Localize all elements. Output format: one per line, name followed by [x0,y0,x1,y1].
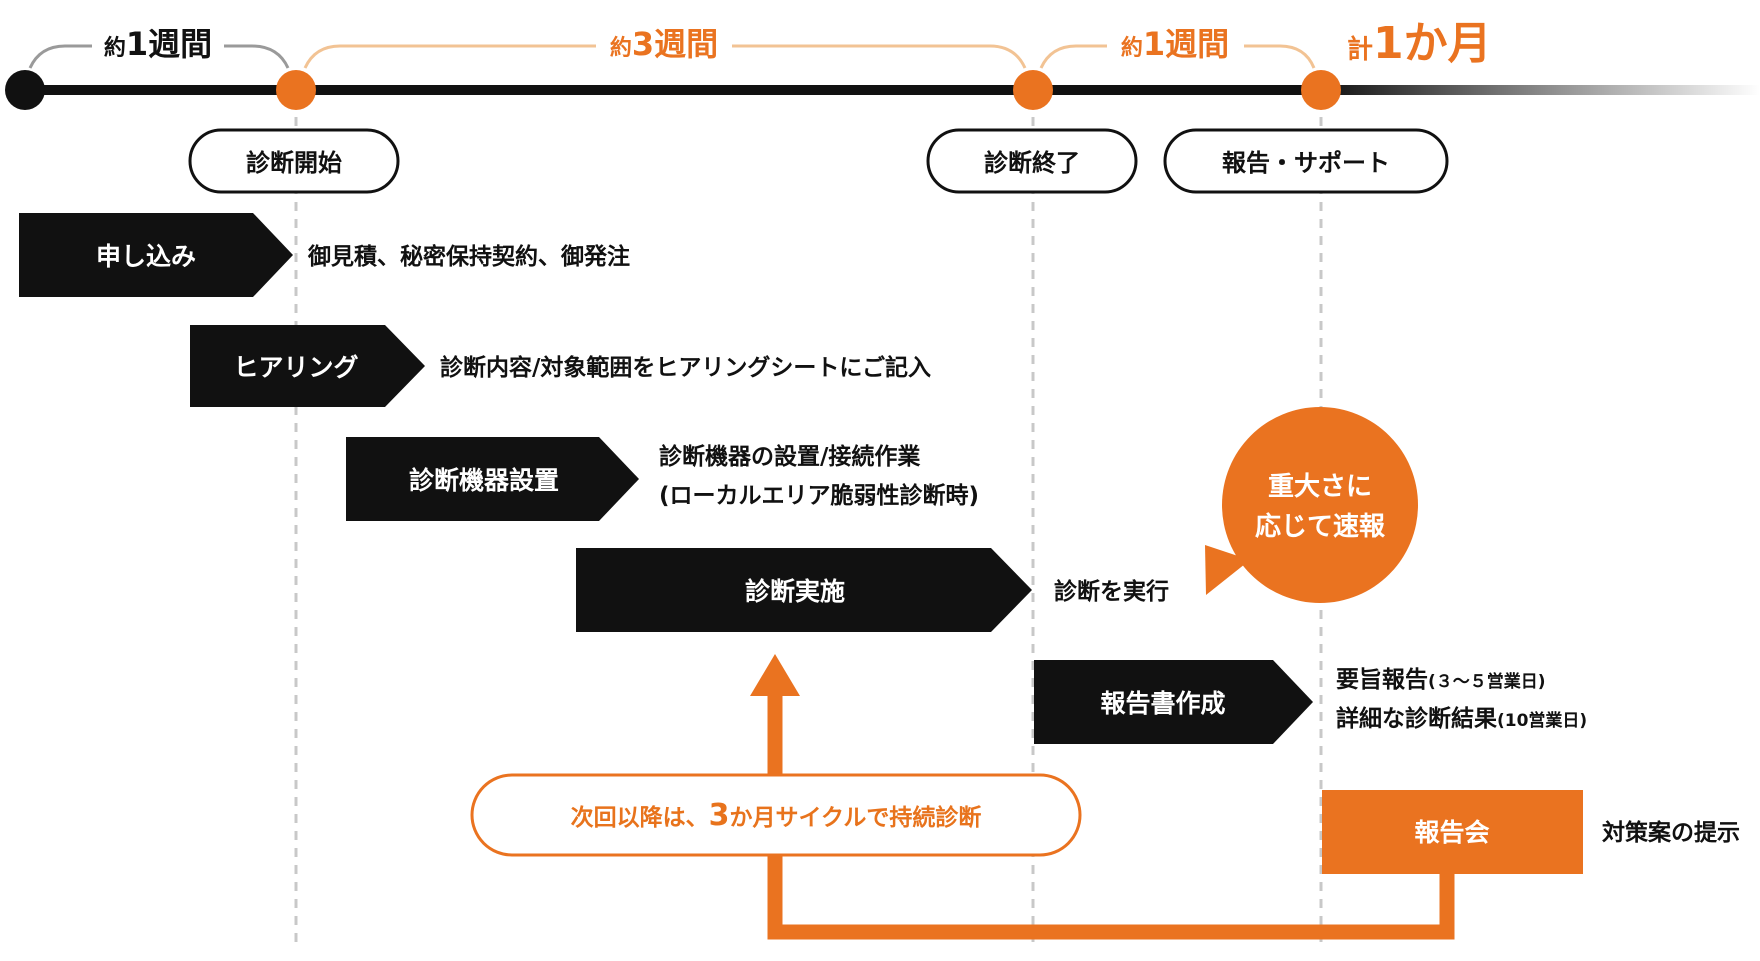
duration-week1: 約1週間 [104,25,212,63]
step-report-writing-label: 報告書作成 [1100,689,1225,718]
callout-line-2: 応じて速報 [1255,511,1386,542]
cycle-note: 次回以降は、3か月サイクルで持続診断 [470,773,1082,857]
duration-week3: 約3週間 [610,25,718,63]
report-meeting-label: 報告会 [1414,818,1489,847]
duration-total: 計1か月 [1347,18,1492,69]
cycle-note-text: 次回以降は、3か月サイクルで持続診断 [571,798,982,833]
timeline-bar [25,85,1325,95]
step-hearing-label: ヒアリング [233,353,358,382]
callout-line-1: 重大さに [1268,472,1372,502]
milestone-start-label: 診断開始 [246,149,342,177]
step-hearing-desc: 診断内容/対象範囲をヒアリングシートにご記入 [440,354,931,381]
step-device-setup-label: 診断機器設置 [409,466,559,495]
step-execution: 診断実施 診断を実行 [576,548,1169,632]
step-application-desc: 御見積、秘密保持契約、御発注 [307,243,630,270]
timeline-origin-dot [5,70,45,110]
bracket-week3-right [732,44,1027,69]
milestone-end-label: 診断終了 [984,149,1080,177]
timeline-fade [1320,85,1760,95]
step-execution-desc: 診断を実行 [1054,578,1169,605]
duration-brackets [28,44,1316,69]
step-application-label: 申し込み [96,242,196,271]
milestone-end: 診断終了 [926,128,1138,194]
duration-week1b: 約1週間 [1121,25,1229,63]
bracket-week1b-left [1039,44,1107,69]
step-report-writing-desc-1: 要旨報告(３～５営業日) [1336,666,1546,693]
report-meeting: 報告会 対策案の提示 [1322,790,1740,874]
step-report-writing-desc-2: 詳細な診断結果(10営業日) [1336,705,1587,732]
step-report-writing: 報告書作成 要旨報告(３～５営業日) 詳細な診断結果(10営業日) [1034,660,1587,744]
bracket-week1-left [28,44,92,69]
step-hearing: ヒアリング 診断内容/対象範囲をヒアリングシートにご記入 [190,325,931,407]
step-device-setup-desc-2: (ローカルエリア脆弱性診断時) [659,482,979,509]
step-device-setup-desc-1: 診断機器の設置/接続作業 [659,443,921,470]
report-meeting-desc: 対策案の提示 [1602,819,1740,846]
timeline-start-dot [276,70,316,110]
timeline [5,70,1760,110]
milestone-report-label: 報告・サポート [1222,149,1390,177]
bracket-week3-left [303,44,596,69]
urgent-report-callout: 重大さに 応じて速報 [1205,407,1418,603]
timeline-report-dot [1301,70,1341,110]
bracket-week1b-right [1244,44,1316,69]
step-application: 申し込み 御見積、秘密保持契約、御発注 [19,213,630,297]
step-device-setup: 診断機器設置 診断機器の設置/接続作業 (ローカルエリア脆弱性診断時) [346,437,979,521]
milestone-report: 報告・サポート [1163,128,1449,194]
timeline-end-dot [1013,70,1053,110]
step-execution-label: 診断実施 [745,577,845,606]
milestone-start: 診断開始 [188,128,400,194]
bracket-week1-right [224,44,290,69]
